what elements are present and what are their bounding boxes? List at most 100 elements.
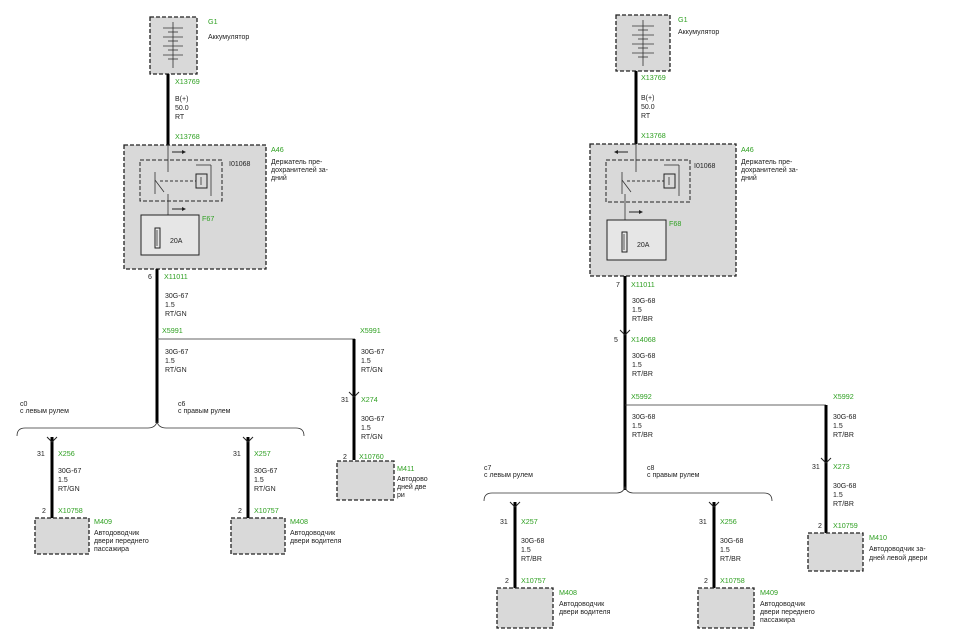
left-wire-right-top-1: 30G-67 <box>361 349 384 356</box>
right-wire-main-3: RT/BR <box>632 316 653 323</box>
left-wire-right-bottom-1: 30G-67 <box>361 416 384 423</box>
left-motor-b <box>230 517 286 555</box>
right-motor-right-name-2: дней левой двери <box>869 554 928 562</box>
left-splice: X5991 <box>162 326 183 335</box>
left-conn-out: X11011 <box>164 272 188 281</box>
right-relay-box <box>605 159 691 203</box>
left-holder-name-2: дохранителей за- <box>271 166 329 174</box>
left-branch-a-conn-bottom: X10758 <box>58 506 83 515</box>
left-branch-b-pin-top: 31 <box>233 451 241 458</box>
right-branch-a-wire-1: 30G-68 <box>521 538 544 545</box>
right-motor-b-name-2: двери переднего <box>760 609 815 616</box>
right-relay-id: I01068 <box>694 163 716 170</box>
right-motor-right-name-1: Автодоводчик за- <box>869 546 926 553</box>
right-conn-batt: X13769 <box>641 73 666 82</box>
right-branch-b-wire-3: RT/BR <box>720 556 741 563</box>
right-motor-right-id: M410 <box>869 533 887 542</box>
right-splice-right: X5992 <box>833 392 854 401</box>
left-motor-right-id: M411 <box>397 464 414 473</box>
right-wire-right-top-2: 1.5 <box>833 423 843 430</box>
right-holder-name-2: дохранителей за- <box>741 166 799 174</box>
left-holder-name-1: Держатель пре- <box>271 159 323 166</box>
right-wire-main-1: 30G-68 <box>632 298 655 305</box>
right-holder-name-3: дний <box>741 174 757 182</box>
right-wire-mid-2: 1.5 <box>632 362 642 369</box>
left-fuse-holder: I01068 20A F67 A46 Держатель пре- дохран… <box>123 144 329 270</box>
left-wire-right-top-2: 1.5 <box>361 358 371 365</box>
left-fuse-rating: 20A <box>170 238 183 245</box>
left-variant-left-num: c0 <box>20 401 28 408</box>
left-motor-right-name-3: ри <box>397 492 405 499</box>
left-variant-right: с правым рулем <box>178 408 231 415</box>
left-conn-right-bottom: X10760 <box>359 452 384 461</box>
right-pin-right-bottom: 2 <box>818 523 822 530</box>
right-motor-b-id: M409 <box>760 588 778 597</box>
left-wire-main-2: 1.5 <box>165 302 175 309</box>
right-branch-a-pin-top: 31 <box>500 519 508 526</box>
left-branch-a-wire-2: 1.5 <box>58 477 68 484</box>
right-battery: G1 Аккумулятор <box>615 14 719 72</box>
left-branch-b-conn-top: X257 <box>254 449 271 458</box>
right-branch-b-conn-top: X256 <box>720 517 737 526</box>
left-motor-b-name-1: Автодоводчик <box>290 530 336 537</box>
right-conn-out: X11011 <box>631 280 655 289</box>
left-battery-name: Аккумулятор <box>208 34 249 41</box>
right-battery-id: G1 <box>678 15 688 24</box>
left-motor-right <box>336 460 395 501</box>
left-branch-b-wire-2: 1.5 <box>254 477 264 484</box>
left-wire-right-bottom-2: 1.5 <box>361 425 371 432</box>
left-branch-a-pin-top: 31 <box>37 451 45 458</box>
left-branch-a-conn-top: X256 <box>58 449 75 458</box>
left-wire-right-top-3: RT/GN <box>361 367 383 374</box>
left-relay-id: I01068 <box>229 161 251 168</box>
right-wire-right-top-1: 30G-68 <box>833 414 856 421</box>
right-conn-top: X13768 <box>641 131 666 140</box>
left-variant-right-num: c6 <box>178 401 186 408</box>
left-relay-box <box>139 159 223 202</box>
right-branch-a-wire-3: RT/BR <box>521 556 542 563</box>
left-conn-right-mid: X274 <box>361 395 378 404</box>
left-wire-main-3: RT/GN <box>165 311 187 318</box>
left-holder-name-3: дний <box>271 174 287 182</box>
right-wire-below-1: 30G-68 <box>632 414 655 421</box>
right-conn-right-bottom: X10759 <box>833 521 858 530</box>
right-fuse-id: F68 <box>669 219 681 228</box>
right-branch-b-pin-bottom: 2 <box>704 578 708 585</box>
left-branch-b-wire-3: RT/GN <box>254 486 276 493</box>
right-branch-a-pin-bottom: 2 <box>505 578 509 585</box>
right-fuse <box>606 219 667 261</box>
right-wire-right-bottom-3: RT/BR <box>833 501 854 508</box>
left-battery-box <box>149 16 198 75</box>
right-pin-mid: 5 <box>614 337 618 344</box>
right-wire-right-bottom-1: 30G-68 <box>833 483 856 490</box>
left-fuse <box>140 214 200 256</box>
right-b-label-1: B(+) <box>641 95 654 102</box>
left-splice-right: X5991 <box>360 326 381 335</box>
right-pin-out: 7 <box>616 282 620 289</box>
left-motor-right-name-1: Автодово <box>397 476 428 483</box>
left-wire-right-bottom-3: RT/GN <box>361 434 383 441</box>
right-wire-below-2: 1.5 <box>632 423 642 430</box>
left-motor-right-name-2: дней две <box>397 483 426 491</box>
right-b-label-2: 50.0 <box>641 104 655 111</box>
right-variant-right-num: c8 <box>647 465 655 472</box>
left-motor-a-name-2: двери переднего <box>94 538 149 545</box>
right-motor-b-name-3: пассажира <box>760 617 795 624</box>
right-wire-main-2: 1.5 <box>632 307 642 314</box>
left-variant-brace <box>16 420 305 437</box>
right-wire-mid-1: 30G-68 <box>632 353 655 360</box>
left-holder-id: A46 <box>271 145 284 154</box>
left-wire-below-3: RT/GN <box>165 367 187 374</box>
left-pin-right-bottom: 2 <box>343 454 347 461</box>
right-motor-b <box>697 587 755 629</box>
right-branch-b-wire-1: 30G-68 <box>720 538 743 545</box>
right-motor-b-name-1: Автодоводчик <box>760 601 806 608</box>
left-pin-right: 31 <box>341 397 349 404</box>
right-motor-right <box>807 532 864 572</box>
right-branch-a-conn-bottom: X10757 <box>521 576 546 585</box>
left-branch-a-wire-3: RT/GN <box>58 486 80 493</box>
left-diagram: G1 Аккумулятор X13769 B(+) 50.0 RT X1376… <box>16 16 428 555</box>
left-motor-a-id: M409 <box>94 517 112 526</box>
right-motor-a-id: M408 <box>559 588 577 597</box>
